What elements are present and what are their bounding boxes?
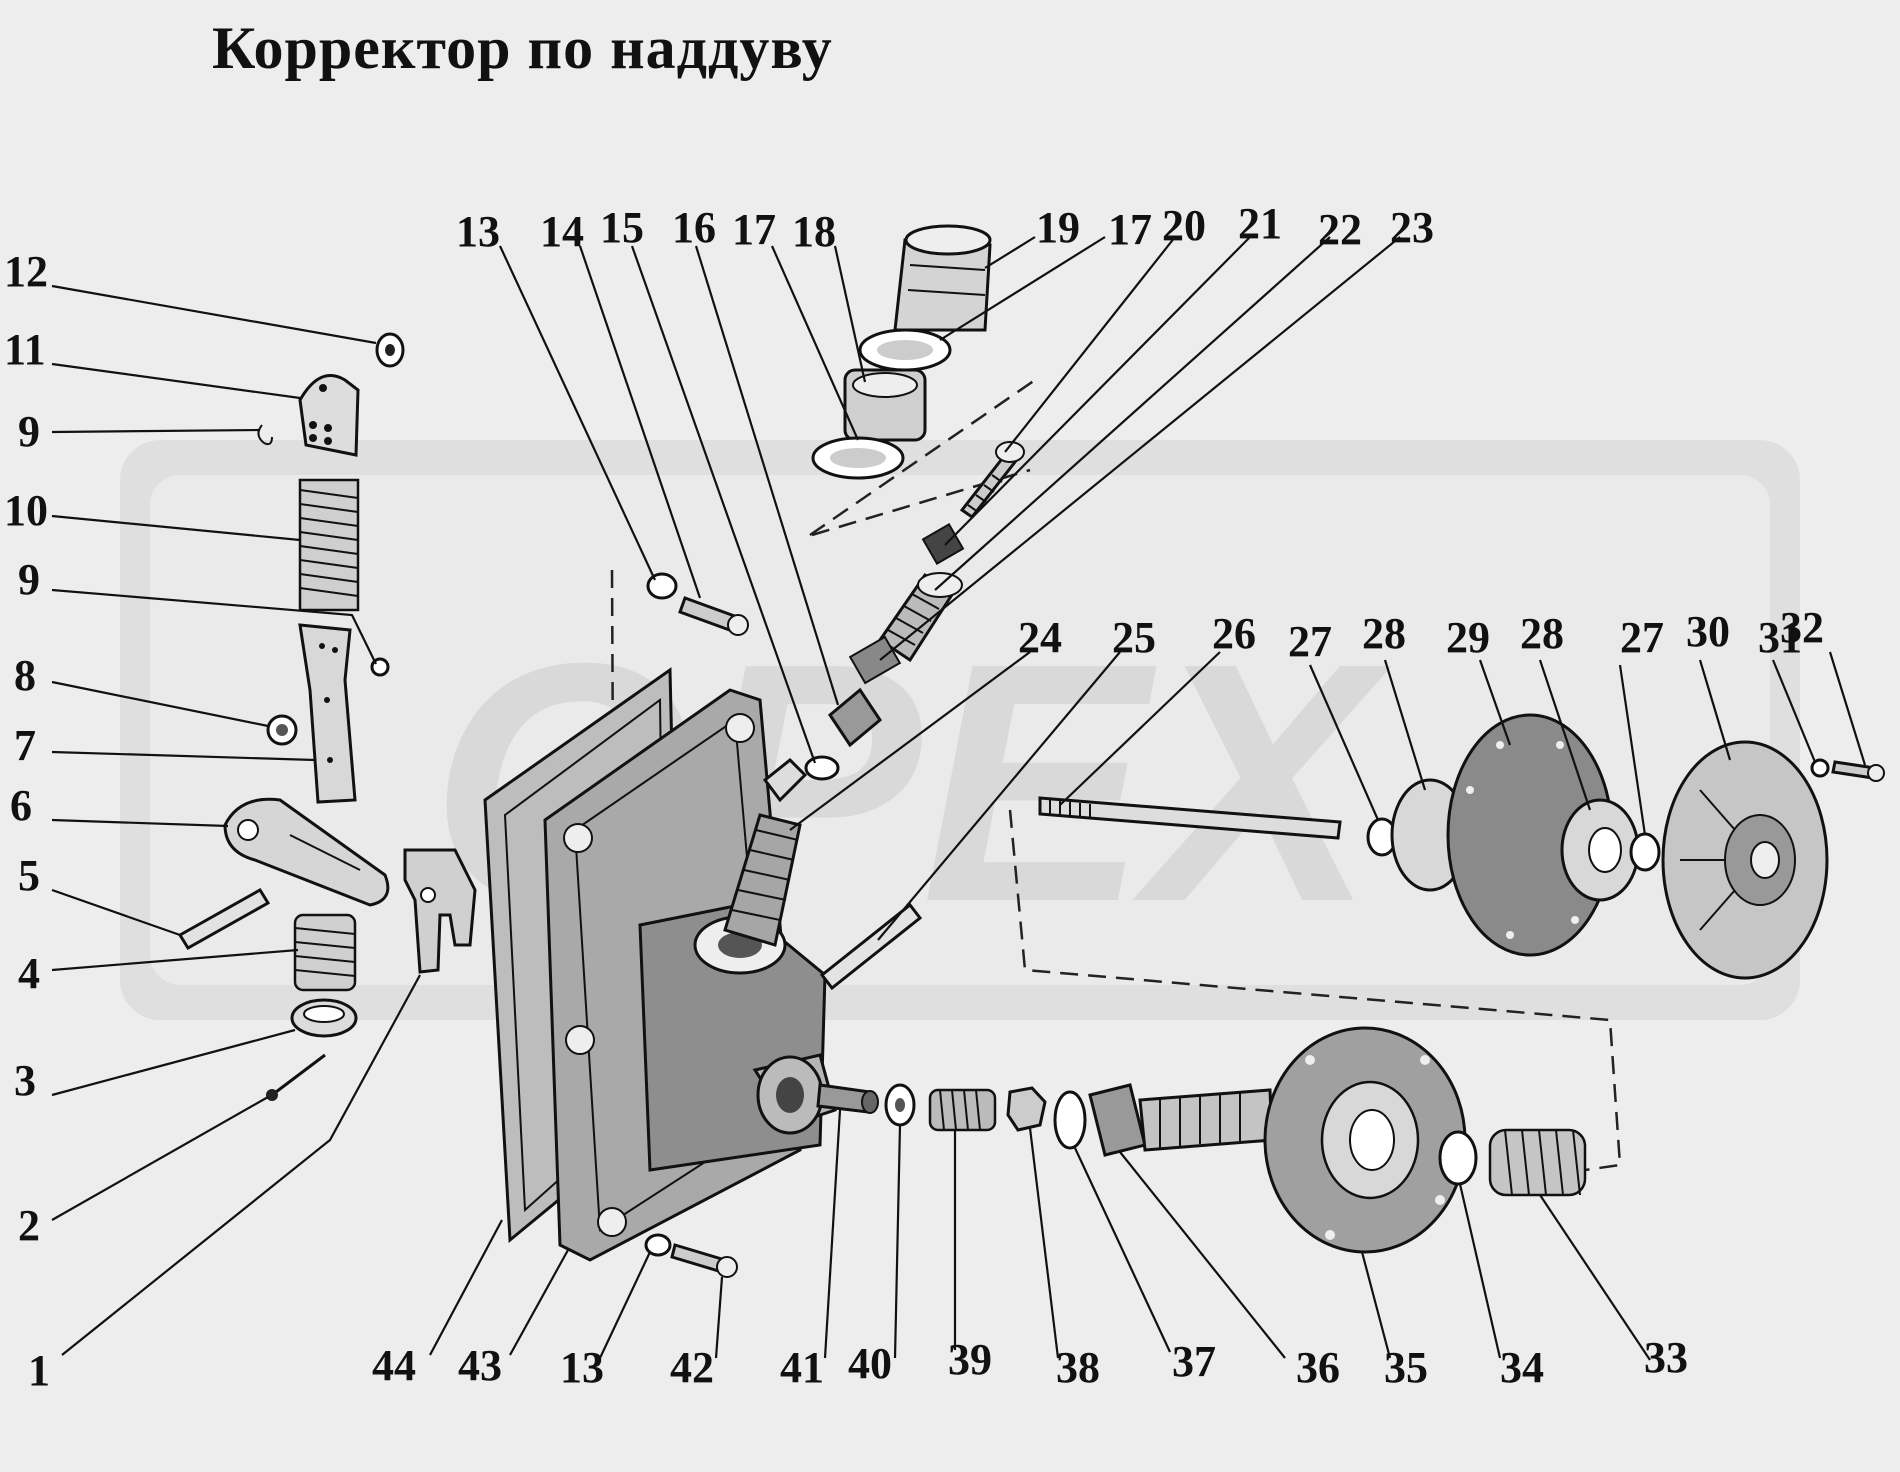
spring-39 [928,1088,997,1132]
washer-8 [266,714,298,746]
part-label-40: 40 [848,1339,892,1388]
link-6 [223,797,390,907]
part-label-15: 15 [600,203,644,252]
screw-32 [1831,760,1885,782]
part-label-17-right: 17 [1108,205,1152,254]
screw-42 [670,1243,738,1278]
part-label-20: 20 [1162,201,1206,250]
diagram-title: Корректор по наддуву [212,15,833,81]
screw-2 [266,1053,326,1101]
washer-12 [375,332,405,368]
pin-5 [177,887,271,951]
part-label-38: 38 [1056,1343,1100,1392]
part-label-13-bottom: 13 [560,1343,604,1392]
flange-35 [1263,1026,1467,1254]
cup-3 [290,998,358,1038]
pin-25 [819,902,923,991]
cover-30 [1661,740,1829,980]
plunger-24 [723,757,808,947]
nut-38 [1006,1086,1047,1132]
part-label-22: 22 [1318,205,1362,254]
fitting-18 [843,368,927,442]
part-label-36: 36 [1296,1343,1340,1392]
part-label-1: 1 [28,1346,50,1395]
part-label-17-left: 17 [732,205,776,254]
washer-13-top [646,572,678,600]
part-label-26: 26 [1212,609,1256,658]
part-label-25: 25 [1112,613,1156,662]
part-label-35: 35 [1384,1343,1428,1392]
washer-27-right [1629,832,1661,872]
stem-26 [1038,796,1342,840]
screw-20 [959,441,1025,520]
part-label-8: 8 [14,651,36,700]
part-label-39: 39 [948,1335,992,1384]
part-label-41: 41 [780,1343,824,1392]
part-label-13-top: 13 [456,207,500,256]
part-label-34: 34 [1500,1343,1544,1392]
washer-13-bottom [644,1233,672,1257]
part-label-9-mid: 9 [18,555,40,604]
part-label-42: 42 [670,1343,714,1392]
part-label-5: 5 [18,851,40,900]
part-label-27-right: 27 [1620,613,1664,662]
part-label-18: 18 [792,207,836,256]
gasket-17-bottom [811,436,905,480]
part-label-23: 23 [1390,203,1434,252]
disc-28-right [1560,798,1640,902]
part-label-31: 31 [1758,613,1802,662]
adjusting-screw-36 [1088,1083,1274,1157]
part-label-24: 24 [1018,613,1062,662]
washer-34 [1438,1130,1478,1186]
diaphragm-29 [1446,713,1614,957]
screw-plug-19 [893,224,992,332]
part-label-27-left: 27 [1288,617,1332,666]
part-label-32: 32 [1780,603,1824,652]
part-label-7: 7 [14,721,36,770]
part-label-30: 30 [1686,607,1730,656]
part-label-2: 2 [18,1201,40,1250]
union-41 [756,1055,879,1135]
bracket-11 [298,374,360,457]
screw-14 [678,596,749,636]
nut-21 [921,523,965,565]
gasket-37 [1053,1090,1087,1150]
spring-4 [293,913,357,992]
part-number-labels: 12 11 9 10 9 8 7 6 5 4 3 2 1 13 14 15 16… [4,199,1824,1395]
part-label-29: 29 [1446,613,1490,662]
washer-40 [884,1083,916,1127]
leader-lines [51,236,1867,1361]
part-label-16: 16 [672,203,716,252]
part-label-14: 14 [540,207,584,256]
part-label-9-top: 9 [18,407,40,456]
part-label-6: 6 [10,781,32,830]
spring-16 [828,687,882,748]
spring-10 [298,478,360,612]
fork-1 [403,848,477,974]
gasket-17-top [858,328,952,372]
lever-plate-7 [298,623,357,804]
part-label-33: 33 [1644,1333,1688,1382]
part-label-37: 37 [1172,1337,1216,1386]
washer-15 [804,755,840,781]
spring-33 [1488,1128,1587,1197]
part-label-19: 19 [1036,203,1080,252]
part-label-44: 44 [372,1341,416,1390]
part-label-4: 4 [18,949,40,998]
washer-31 [1810,758,1830,778]
part-label-21: 21 [1238,199,1282,248]
part-label-11: 11 [4,325,46,374]
part-label-28-right: 28 [1520,609,1564,658]
part-label-12: 12 [4,247,48,296]
part-label-3: 3 [14,1056,36,1105]
part-label-43: 43 [458,1341,502,1390]
part-label-28-left: 28 [1362,609,1406,658]
part-label-10: 10 [4,486,48,535]
